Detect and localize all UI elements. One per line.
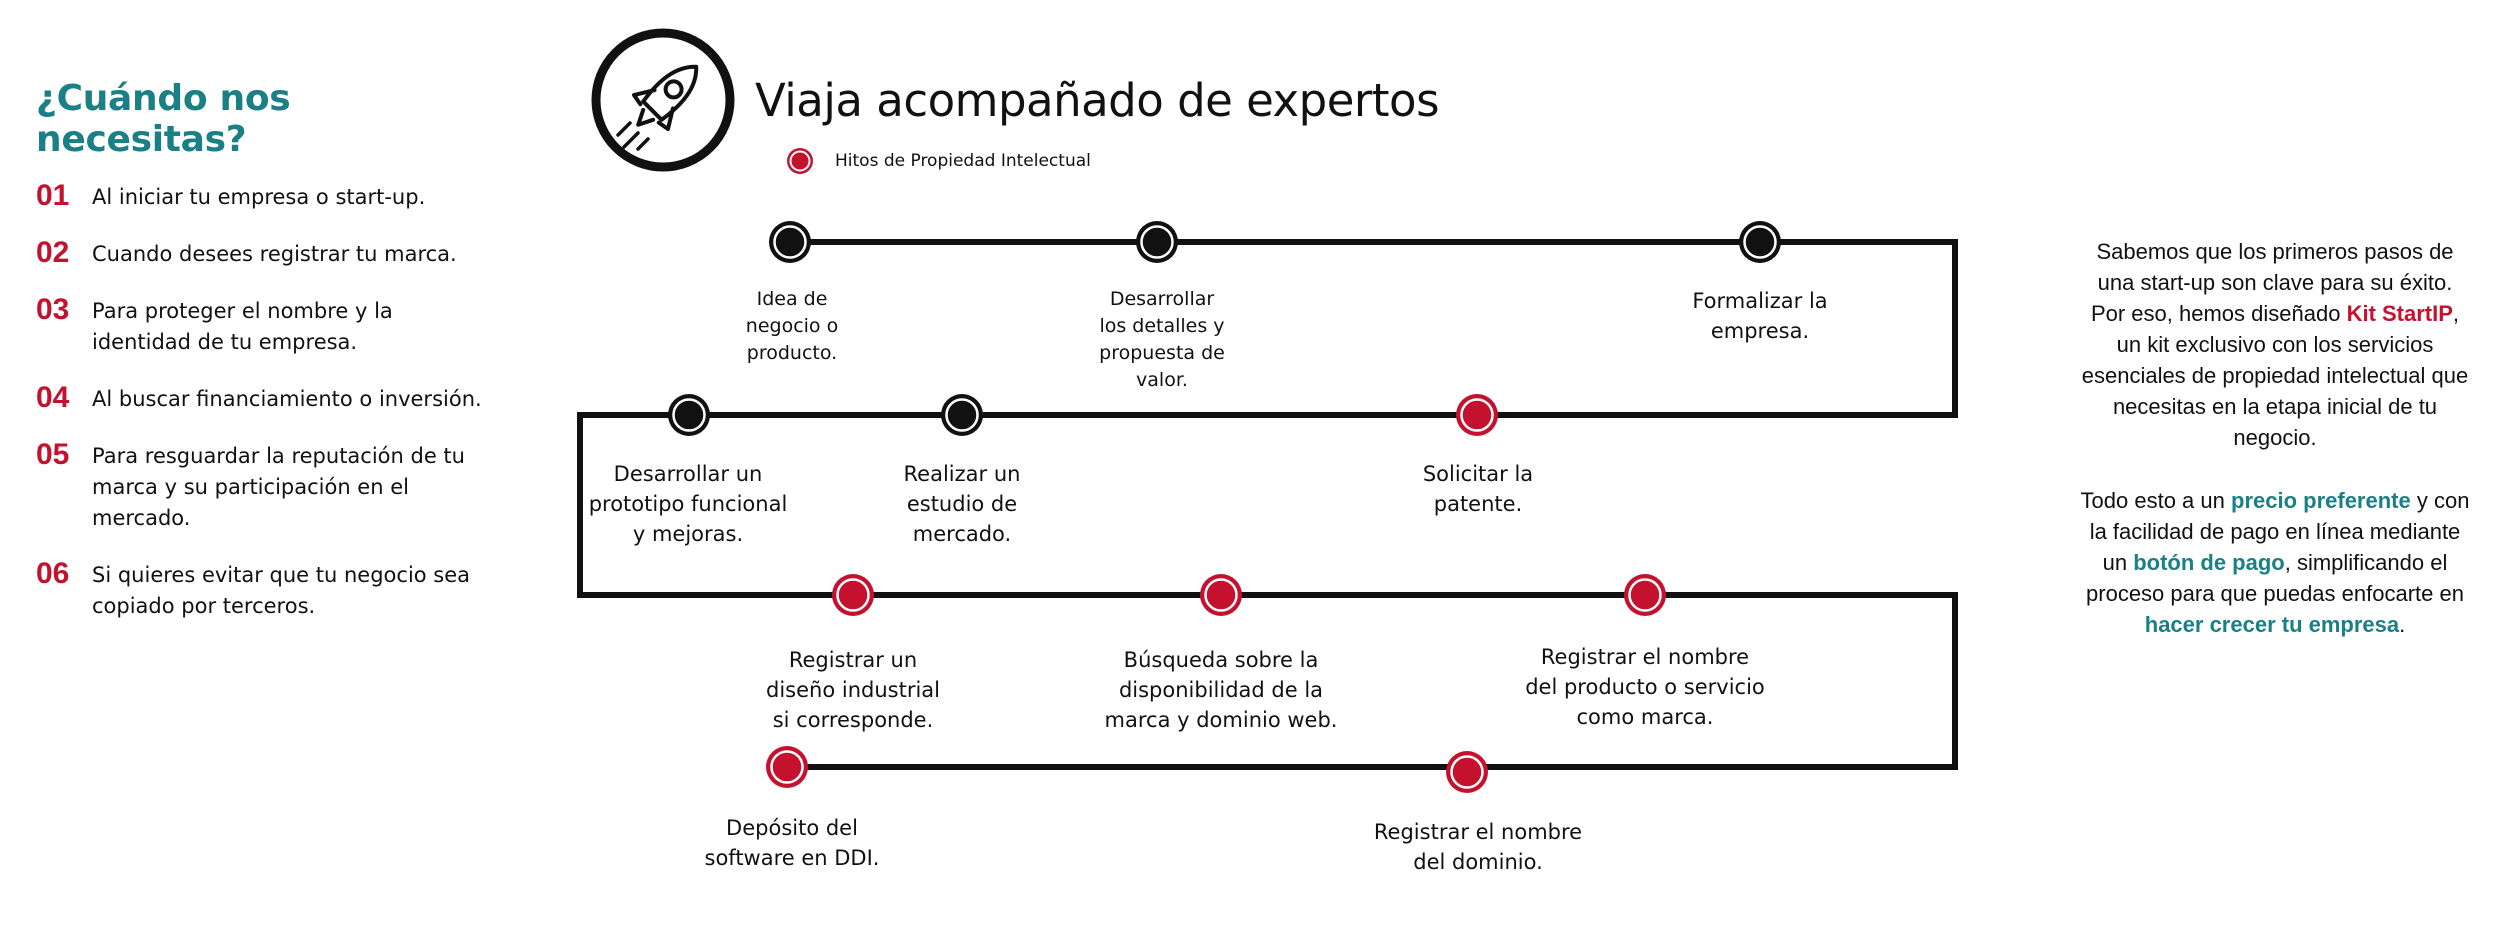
milestone-label: Formalizar la empresa. — [1692, 289, 1828, 343]
need-number: 04 — [36, 381, 70, 414]
need-number: 02 — [36, 236, 70, 269]
need-number: 01 — [36, 179, 70, 212]
needs-panel: ¿Cuándo nos necesitas? 01 Al iniciar tu … — [36, 78, 496, 648]
milestone-label: Idea de negocio o producto. — [745, 288, 839, 364]
rocket-icon — [591, 28, 735, 172]
milestone-marker-ip — [1446, 751, 1488, 793]
milestone-marker — [1739, 221, 1781, 263]
kit-description: Sabemos que los primeros pasos de una st… — [2080, 236, 2470, 672]
need-text: Al buscar financiamiento o inversión. — [92, 387, 482, 411]
need-text: Al iniciar tu empresa o start-up. — [92, 185, 426, 209]
highlight-payment: botón de pago — [2133, 550, 2285, 575]
need-item: 05 Para resguardar la reputación de tu m… — [36, 438, 512, 534]
highlight-price: precio preferente — [2231, 488, 2411, 513]
need-number: 05 — [36, 438, 70, 471]
milestone-label: Desarrollar los detalles y propuesta de … — [1099, 288, 1225, 391]
milestone-marker-ip — [1456, 394, 1498, 436]
need-text: Si quieres evitar que tu negocio sea cop… — [92, 563, 471, 618]
milestone-label: Registrar el nombre del producto o servi… — [1525, 645, 1765, 729]
milestone-marker-ip — [832, 574, 874, 616]
need-item: 06 Si quieres evitar que tu negocio sea … — [36, 557, 512, 622]
need-number: 06 — [36, 557, 70, 590]
milestone-marker — [941, 394, 983, 436]
page-title: Viaja acompañado de expertos — [755, 74, 1440, 127]
need-item: 03 Para proteger el nombre y la identida… — [36, 293, 422, 358]
milestone-marker-ip — [766, 746, 808, 788]
description-paragraph: Sabemos que los primeros pasos de una st… — [2081, 239, 2469, 450]
needs-heading: ¿Cuándo nos necesitas? — [36, 78, 291, 160]
milestone-label: Registrar el nombre del dominio. — [1373, 820, 1583, 874]
journey-line — [577, 239, 1958, 770]
milestone-label: Realizar un estudio de mercado. — [903, 462, 1021, 546]
need-number: 03 — [36, 293, 70, 326]
description-paragraph: Todo esto a un precio preferente y con l… — [2080, 488, 2470, 637]
milestone-marker — [668, 394, 710, 436]
need-text: Para resguardar la reputación de tu marc… — [92, 444, 465, 530]
need-item: 01 Al iniciar tu empresa o start-up. — [36, 179, 496, 213]
milestone-label: Depósito del software en DDI. — [704, 816, 880, 870]
milestone-marker — [1136, 221, 1178, 263]
highlight-growth: hacer crecer tu empresa — [2144, 612, 2400, 637]
legend-label: Hitos de Propiedad Intelectual — [835, 151, 1091, 171]
need-text: Cuando desees registrar tu marca. — [92, 242, 457, 266]
milestone-marker — [769, 221, 811, 263]
legend-ip-marker — [787, 148, 813, 174]
kit-name: Kit StartIP — [2346, 301, 2453, 326]
milestone-label: Búsqueda sobre la disponibilidad de la m… — [1104, 648, 1338, 732]
milestone-label: Desarrollar un prototipo funcional y mej… — [588, 462, 788, 546]
milestone-label: Solicitar la patente. — [1422, 462, 1534, 516]
need-text: Para proteger el nombre y la identidad d… — [92, 299, 393, 354]
milestone-label: Registrar un diseño industrial si corres… — [766, 648, 940, 732]
milestone-marker-ip — [1200, 574, 1242, 616]
need-item: 02 Cuando desees registrar tu marca. — [36, 236, 496, 270]
milestone-marker-ip — [1624, 574, 1666, 616]
need-item: 04 Al buscar financiamiento o inversión. — [36, 381, 496, 415]
legend: Hitos de Propiedad Intelectual — [785, 146, 1091, 176]
